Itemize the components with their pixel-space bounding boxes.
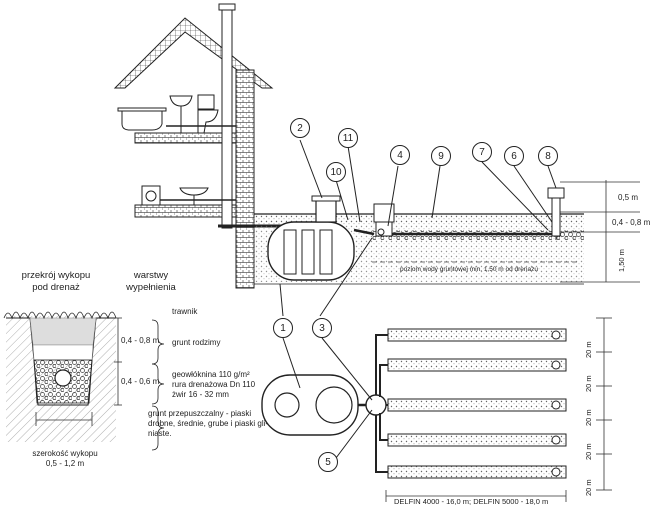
section-title: przekrój wykopu pod drenaż: [14, 270, 98, 294]
trench-section: [3, 311, 165, 451]
callout-8: 8: [538, 146, 558, 166]
callout-10: 10: [326, 162, 346, 182]
vent-pipe: [547, 187, 565, 240]
dim-04-08: 0,4 - 0,8 m: [612, 218, 651, 227]
dim-depth-1: 0,4 - 0,8 m: [121, 336, 160, 345]
dim-depth-2: 0,4 - 0,6 m: [121, 377, 160, 386]
layer-zwir: żwir 16 - 32 mm: [172, 390, 229, 399]
layer-grunt-rodzimy: grunt rodzimy: [172, 338, 221, 347]
callout-leaders: [279, 139, 557, 459]
layer-grunt-2: drobne, średnie, grube i piaski gli-: [148, 419, 269, 428]
drain-line-2: [387, 358, 567, 372]
layer-geowloknina: geowłóknina 110 g/m²: [172, 370, 250, 379]
layers-title: warstwy wypełnienia: [118, 270, 184, 294]
section-title-line1: przekrój wykopu: [21, 270, 91, 281]
vent-cap-3: [551, 400, 561, 410]
callout-4: 4: [390, 145, 410, 165]
groundwater-label: poziom wody gruntowej min. 1,50 m od dre…: [400, 266, 539, 273]
drain-line-4: [387, 433, 567, 447]
plan-dimensions: [385, 317, 612, 502]
drain-line-1: [387, 328, 567, 342]
len-20m-4: 20 m: [584, 443, 593, 460]
len-20m-5: 20 m: [584, 479, 593, 496]
vent-cap-5: [551, 467, 561, 477]
dim-width-label: szerokość wykopu: [32, 449, 98, 458]
callout-7: 7: [472, 142, 492, 162]
vent-cap-2: [551, 360, 561, 370]
layer-grunt-3: niaste.: [148, 429, 172, 438]
callout-3: 3: [312, 318, 332, 338]
len-20m-1: 20 m: [584, 341, 593, 358]
callout-1: 1: [273, 318, 293, 338]
depth-dimensions: [560, 180, 640, 283]
dim-150: 1,50 m: [617, 249, 626, 272]
layer-rura: rura drenażowa Dn 110: [172, 380, 256, 389]
len-20m-2: 20 m: [584, 375, 593, 392]
callout-5: 5: [318, 452, 338, 472]
layer-grunt-1: grunt przepuszczalny - piaski: [148, 409, 252, 418]
drain-line-3: [387, 398, 567, 412]
vent-cap-1: [551, 330, 561, 340]
section-title-line2: pod drenaż: [32, 281, 80, 293]
drain-lines: [387, 328, 567, 479]
dim-05: 0,5 m: [618, 193, 639, 202]
dim-width-value: 0,5 - 1,2 m: [45, 459, 85, 468]
vent-cap-4: [551, 435, 561, 445]
layer-trawnik: trawnik: [172, 307, 198, 316]
callout-9: 9: [431, 146, 451, 166]
layers-title-line1: warstwy: [133, 270, 169, 281]
callout-11: 11: [338, 128, 358, 148]
drain-line-5: [387, 465, 567, 479]
plan-bottom-note: DELFIN 4000 - 16,0 m; DELFIN 5000 - 18,0…: [394, 497, 549, 506]
callout-2: 2: [290, 118, 310, 138]
layers-title-line2: wypełnienia: [126, 281, 176, 293]
len-20m-3: 20 m: [584, 409, 593, 426]
callout-6: 6: [504, 146, 524, 166]
